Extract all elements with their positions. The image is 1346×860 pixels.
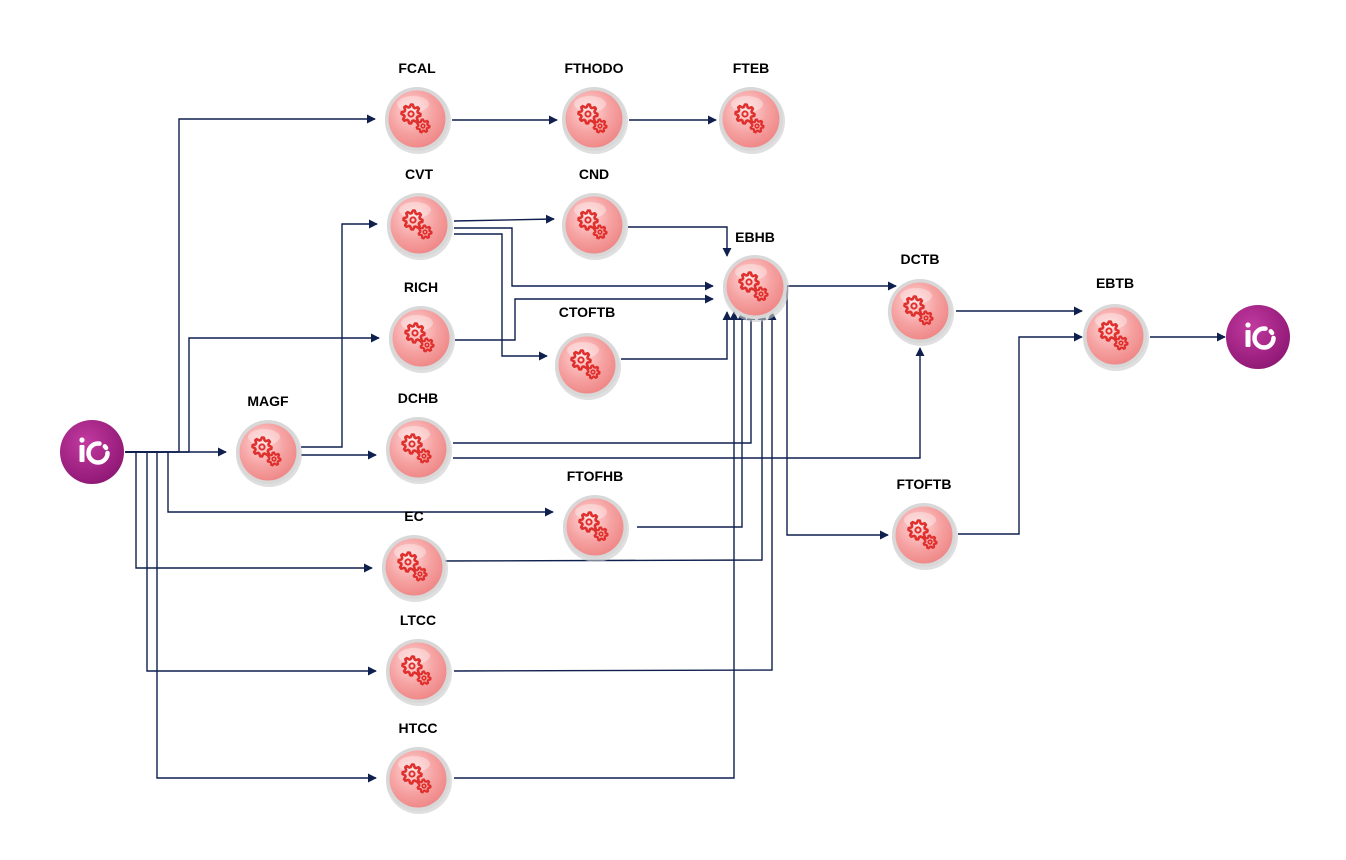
- gears-icon: [903, 295, 934, 326]
- node-label-fteb: FTEB: [733, 60, 770, 76]
- node-ctoftb[interactable]: CTOFTB: [555, 304, 621, 400]
- edge-ctoftb-to-ebhb: [621, 311, 732, 360]
- edge-magf-to-cvt: [301, 219, 378, 448]
- gears-icon: [400, 103, 431, 134]
- node-ftofhb[interactable]: FTOFHB: [563, 468, 629, 562]
- edge-source-to-ltcc: [125, 451, 377, 676]
- node-magf[interactable]: MAGF: [236, 393, 302, 487]
- edge-dchb-to-ebhb: [453, 311, 756, 444]
- gears-icon: [404, 322, 435, 353]
- io-logo-icon: [79, 437, 110, 465]
- gears-icon: [401, 763, 432, 794]
- node-label-fthodo: FTHODO: [564, 60, 623, 76]
- node-label-magf: MAGF: [247, 393, 289, 409]
- node-layer: FCAL FTHODO FTEB CVT CND EBHB DCTB RICH CTOFTB EB…: [60, 60, 1290, 814]
- node-label-ltcc: LTCC: [400, 612, 436, 628]
- node-ebtb[interactable]: EBTB: [1083, 275, 1149, 371]
- edge-dchb-to-dctb: [453, 347, 925, 459]
- edge-ftoftb-to-ebtb: [958, 332, 1083, 535]
- node-ec[interactable]: EC: [382, 508, 448, 602]
- gears-icon: [578, 511, 609, 542]
- edge-ec-to-ebhb: [435, 311, 767, 562]
- gears-icon: [577, 209, 608, 240]
- edge-ltcc-to-ebhb: [453, 311, 777, 672]
- node-label-rich: RICH: [404, 279, 438, 295]
- io-node-body: [60, 420, 124, 484]
- gears-icon: [251, 436, 282, 467]
- edge-cvt-to-cnd: [453, 214, 555, 224]
- edge-cnd-to-ebhb: [628, 226, 732, 257]
- node-label-cnd: CND: [579, 166, 609, 182]
- node-fcal[interactable]: FCAL: [385, 60, 451, 154]
- gears-icon: [577, 103, 608, 134]
- node-fteb[interactable]: FTEB: [719, 60, 785, 154]
- edge-layer: [125, 114, 1226, 783]
- gears-icon: [401, 655, 432, 686]
- edge-ftofhb-to-ebhb: [637, 311, 747, 528]
- node-dchb[interactable]: DCHB: [386, 390, 452, 484]
- node-label-fcal: FCAL: [398, 60, 436, 76]
- node-label-ebtb: EBTB: [1096, 275, 1134, 291]
- edge-source-to-htcc: [125, 451, 377, 783]
- io-node-body: [1226, 305, 1290, 369]
- edge-ebhb-to-ftoftb: [786, 286, 889, 540]
- gears-icon: [1098, 320, 1129, 351]
- node-label-ftofhb: FTOFHB: [567, 468, 624, 484]
- node-label-ebhb: EBHB: [735, 229, 775, 245]
- gears-icon: [734, 103, 765, 134]
- gears-icon: [397, 551, 428, 582]
- node-fthodo[interactable]: FTHODO: [562, 60, 628, 154]
- node-label-cvt: CVT: [405, 166, 433, 182]
- io-logo-icon: [1245, 322, 1276, 350]
- gears-icon: [738, 271, 769, 302]
- node-cnd[interactable]: CND: [562, 166, 628, 260]
- sink-io-node[interactable]: [1226, 305, 1290, 369]
- node-cvt[interactable]: CVT: [387, 166, 453, 260]
- node-label-ftoftb: FTOFTB: [897, 476, 952, 492]
- gears-icon: [401, 433, 432, 464]
- node-label-dctb: DCTB: [901, 251, 940, 267]
- edge-source-to-ftofhb: [125, 451, 554, 517]
- node-rich[interactable]: RICH: [389, 279, 455, 373]
- node-htcc[interactable]: HTCC: [386, 720, 452, 814]
- edge-htcc-to-ebhb: [454, 311, 739, 779]
- edge-rich-to-ebhb: [455, 294, 714, 341]
- node-label-ec: EC: [404, 508, 423, 524]
- source-io-node[interactable]: [60, 420, 124, 484]
- edge-cvt-to-ebhb: [454, 227, 714, 291]
- node-label-dchb: DCHB: [398, 390, 438, 406]
- node-dctb[interactable]: DCTB: [888, 251, 954, 346]
- node-ebhb[interactable]: EBHB: [723, 229, 789, 322]
- gears-icon: [570, 349, 601, 380]
- gears-icon: [907, 519, 938, 550]
- edge-cvt-to-ctoftb: [454, 233, 548, 361]
- node-ltcc[interactable]: LTCC: [386, 612, 452, 706]
- node-label-htcc: HTCC: [399, 720, 438, 736]
- node-ftoftb[interactable]: FTOFTB: [892, 476, 958, 570]
- node-label-ctoftb: CTOFTB: [559, 304, 616, 320]
- gears-icon: [402, 209, 433, 240]
